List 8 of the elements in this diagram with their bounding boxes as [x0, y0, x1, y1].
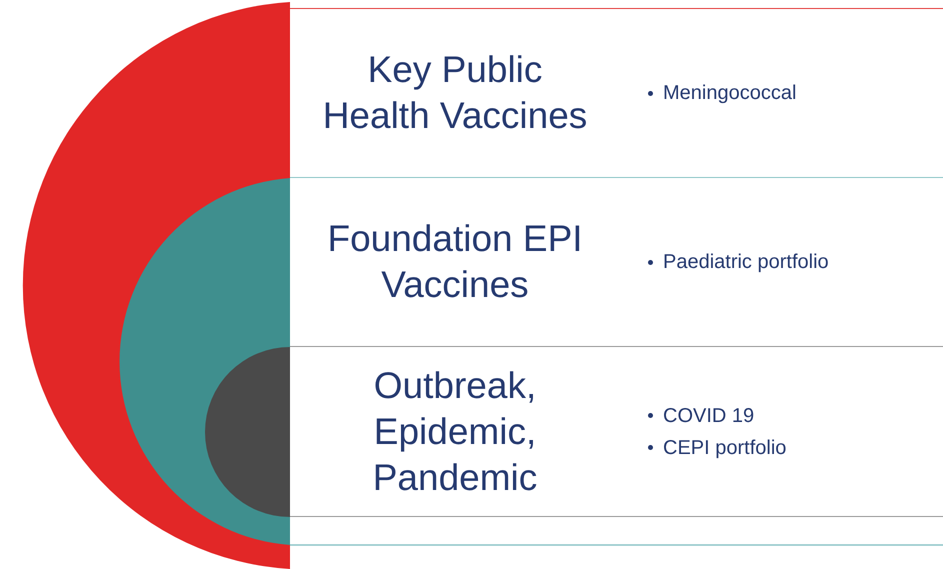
bullet-item: Paediatric portfolio [663, 250, 829, 275]
category-band [290, 8, 943, 178]
category-heading: Outbreak, Epidemic, Pandemic [372, 364, 538, 500]
category-heading: Key Public Health Vaccines [322, 48, 588, 138]
category-heading: Foundation EPI Vaccines [326, 217, 584, 307]
bullet-item: Meningococcal [663, 81, 796, 106]
bullet-item: COVID 19 [663, 404, 754, 428]
bullet-item: CEPI portfolio [663, 436, 786, 460]
